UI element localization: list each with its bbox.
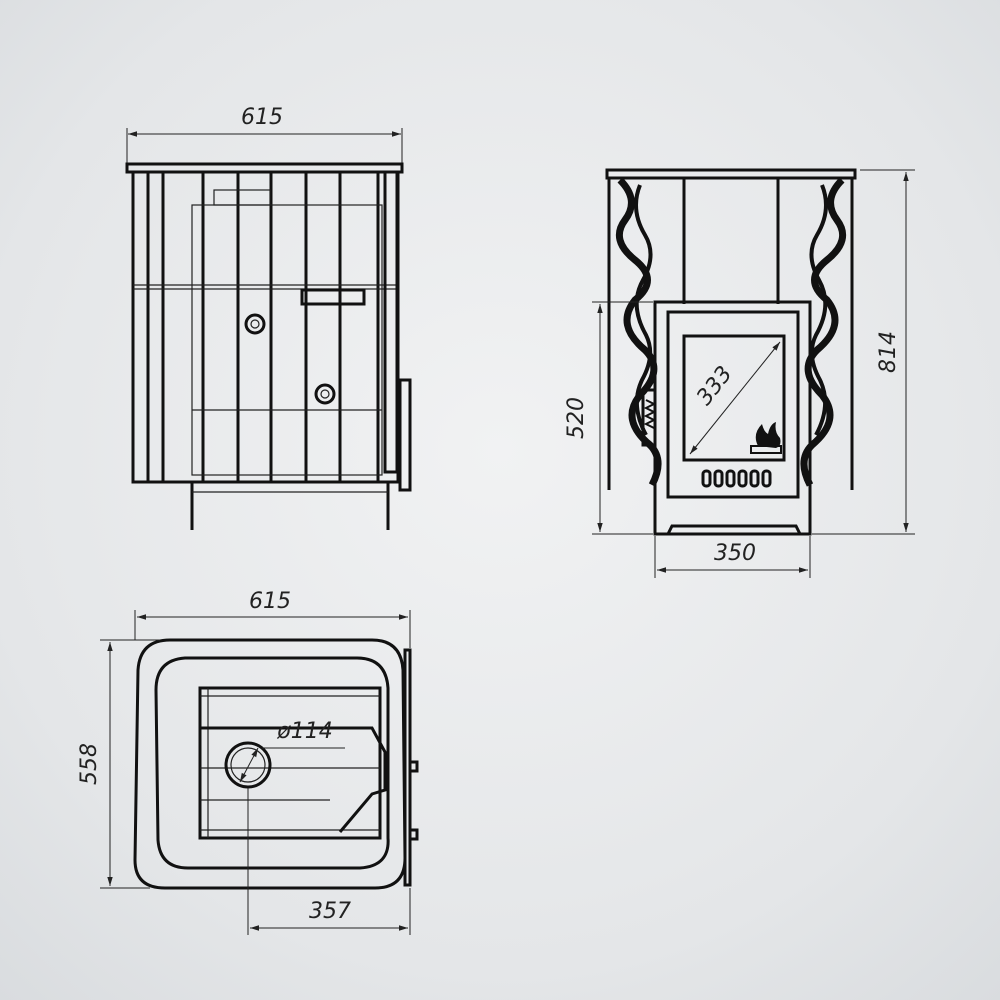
vent-slots bbox=[701, 469, 772, 488]
door-width-dimension: 350 bbox=[654, 536, 811, 578]
top-width-dimension: 615 bbox=[134, 589, 411, 648]
top-depth-dimension: 558 bbox=[77, 639, 160, 889]
flue-offset-dimension: 357 bbox=[247, 788, 411, 935]
door-height-label: 520 bbox=[564, 397, 589, 439]
top-depth-label: 558 bbox=[77, 743, 102, 785]
left-ornament bbox=[615, 177, 662, 487]
door-height-dimension: 520 bbox=[564, 301, 653, 535]
top-view: 615 ø114 558 bbox=[77, 589, 419, 935]
door-hinge-spring bbox=[641, 388, 657, 447]
flue-diameter-label: ø114 bbox=[276, 719, 332, 744]
front-height-label: 814 bbox=[876, 331, 901, 373]
front-view: 333 814 520 350 bbox=[564, 168, 915, 578]
front-height-dimension: 814 bbox=[812, 169, 915, 535]
top-width-label: 615 bbox=[249, 589, 291, 614]
side-width-label: 615 bbox=[241, 105, 283, 130]
right-ornament bbox=[800, 177, 847, 487]
side-cage-bars bbox=[146, 172, 380, 482]
flue-opening: ø114 bbox=[224, 719, 345, 789]
door-glass bbox=[682, 334, 786, 462]
door-width-label: 350 bbox=[714, 541, 756, 566]
side-width-dimension: 615 bbox=[126, 105, 403, 165]
flue-offset-label: 357 bbox=[309, 899, 351, 924]
side-view: 615 bbox=[125, 105, 412, 530]
flame-icon bbox=[750, 422, 782, 454]
